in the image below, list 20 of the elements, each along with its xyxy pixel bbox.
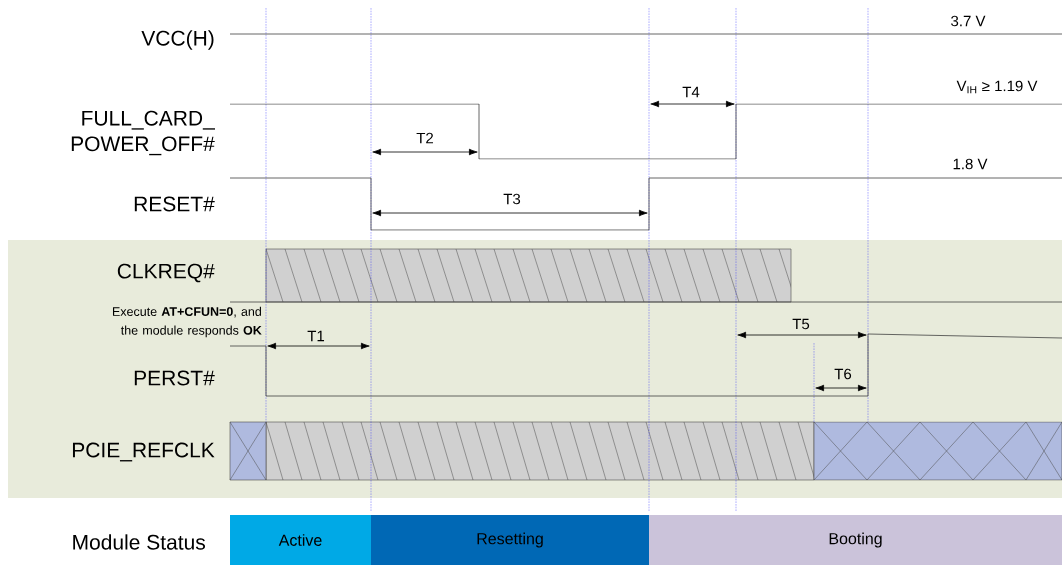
note-text: Execute AT+CFUN=0, and the module responds OK <box>113 306 262 338</box>
timing-label: T6 <box>834 368 852 380</box>
timing-label: T3 <box>503 193 521 205</box>
timing-label: T1 <box>307 330 324 342</box>
timing-label: T2 <box>416 132 433 144</box>
status-bar: Resetting <box>371 515 649 565</box>
timing-label: T5 <box>792 318 810 330</box>
signal-name: PERST# <box>134 370 215 386</box>
status-bar: Booting <box>649 515 1062 565</box>
signal-name: RESET# <box>134 196 215 212</box>
voltage-label: 1.8 V <box>953 158 988 170</box>
signal-name: PCIE_REFCLK <box>73 442 215 462</box>
signal-name: VCC(H) <box>141 30 214 50</box>
signal-name: FULL_CARD_ POWER_OFF# <box>71 110 215 156</box>
signal-name: Module Status <box>73 534 205 550</box>
timing-label: T4 <box>682 86 700 98</box>
voltage-label: 3.7 V <box>951 15 986 27</box>
status-bar: Active <box>230 515 371 565</box>
voltage-label: V$_{IH}$ ≥ 1.19 V <box>956 80 1038 94</box>
signal-name: CLKREQ# <box>117 263 215 283</box>
